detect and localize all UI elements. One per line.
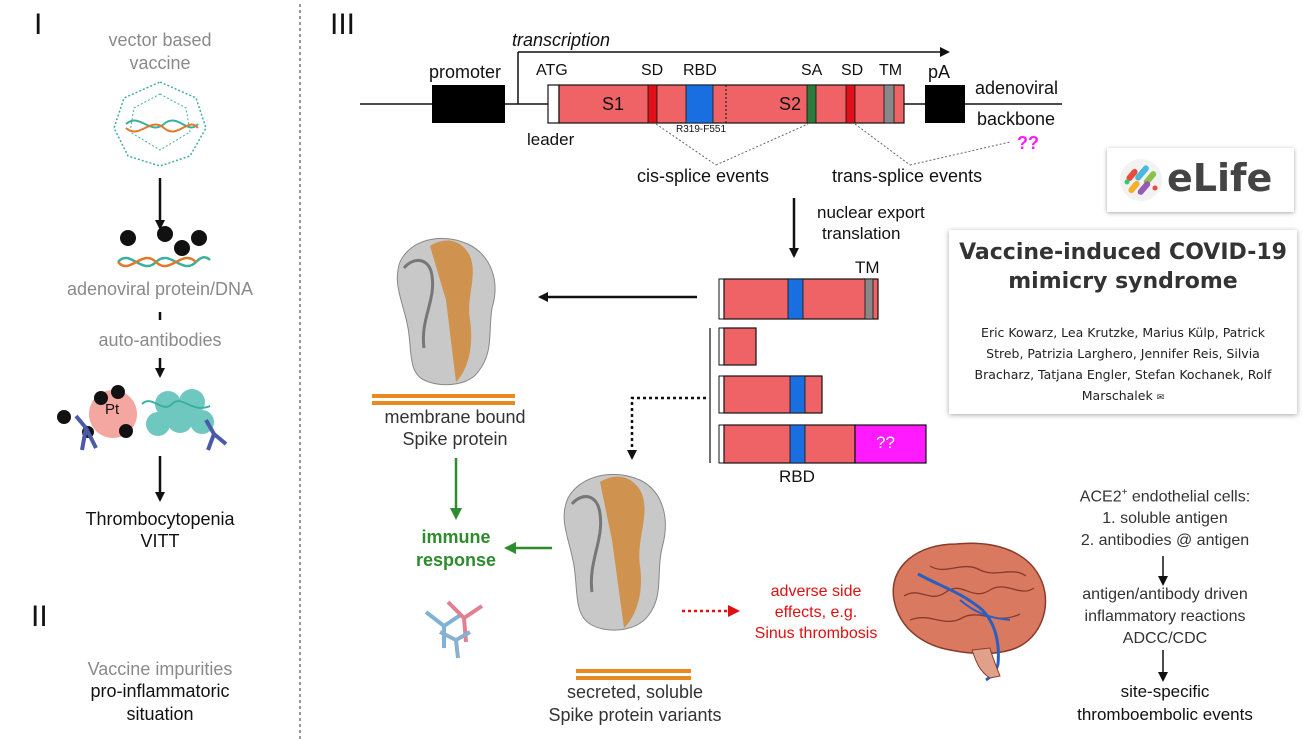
impurities-label: Vaccine impurities [87, 659, 233, 679]
secreted-spike-label-1: secreted, soluble [566, 682, 704, 702]
dna-with-proteins-icon [117, 226, 211, 268]
membrane-bar-2 [576, 669, 691, 673]
immune-response-label-2: response [415, 550, 497, 570]
variant-long [723, 424, 856, 464]
sd2-marker [845, 84, 856, 124]
pa-block [925, 85, 965, 123]
section-label-ii: II [31, 600, 48, 633]
rbd-label: RBD [683, 62, 717, 79]
protein-dna-label: adenoviral protein/DNA [66, 279, 254, 299]
sd1-label: SD [641, 62, 664, 79]
vaccine-label: vector based vaccine [108, 30, 212, 73]
transcription-label: transcription [512, 30, 611, 50]
membrane-spike-label-1: membrane bound [384, 407, 526, 427]
sd1-marker [647, 84, 658, 124]
rbd-protein-label: RBD [779, 467, 815, 486]
secreted-spike-structure-icon [563, 473, 666, 631]
membrane-bar-1 [372, 394, 515, 398]
rbd-range-label: R319-F551 [676, 124, 727, 135]
membrane-spike-label-2: Spike protein [402, 429, 508, 449]
antibodies-icon [424, 600, 484, 659]
brain-icon [892, 542, 1047, 682]
thromboembolic-label: thromboembolic events [1077, 705, 1253, 724]
leader-block [547, 84, 560, 124]
paper-authors: Eric Kowarz, Lea Krutzke, Marius Külp, P… [963, 322, 1283, 409]
paper-card[interactable]: Vaccine-induced COVID-19 mimicry syndrom… [949, 230, 1297, 414]
inflam-label-3: ADCC/CDC [1122, 630, 1208, 647]
secreted-spike-label-2: Spike protein variants [548, 705, 722, 725]
variant-unknown-fusion [854, 424, 927, 464]
export-label-2: translation [822, 224, 901, 243]
ace2-sup: + [1121, 487, 1128, 498]
elife-logo-text: eLife [1167, 156, 1273, 200]
membrane-spike-structure-icon [396, 237, 496, 386]
ace2-prefix: ACE2 [1079, 488, 1122, 506]
ace2-label: ACE2+ endothelial cells: [1060, 487, 1270, 506]
pro-inflammatoric-label: pro-inflammatoric [90, 681, 230, 701]
promoter-block [432, 85, 505, 123]
tm-protein-label: TM [855, 258, 880, 277]
atg-label: ATG [536, 62, 568, 79]
paper-authors-text: Eric Kowarz, Lea Krutzke, Marius Külp, P… [974, 325, 1272, 403]
adverse-label-2: effects, e.g. [774, 604, 858, 621]
dotted-arrow-to-secreted [627, 396, 706, 460]
leader-label: leader [527, 130, 575, 149]
unknown-partner-label: ?? [1017, 133, 1039, 153]
inflam-label-2: inflammatory reactions [1084, 608, 1246, 625]
variant-short [723, 327, 757, 366]
backbone-label-1: adenoviral [975, 78, 1059, 98]
splice-lines [655, 123, 1011, 166]
ace2-suffix: endothelial cells: [1127, 488, 1251, 506]
tm-marker [883, 84, 895, 124]
elife-logo[interactable]: eLife [1107, 148, 1294, 212]
section-label-i: I [34, 8, 43, 41]
backbone-label-2: backbone [977, 109, 1056, 129]
situation-label: situation [126, 704, 194, 724]
ace2-item-2: 2. antibodies @ antigen [1080, 532, 1250, 549]
vitt-label: VITT [140, 531, 180, 551]
export-label-1: nuclear export [817, 203, 925, 222]
sa-label: SA [801, 62, 823, 79]
section-label-iii: III [330, 8, 356, 41]
rbd-marker [685, 84, 714, 124]
adverse-label-1: adverse side [770, 583, 862, 600]
paper-title: Vaccine-induced COVID-19 mimicry syndrom… [959, 240, 1287, 294]
adverse-label-3: Sinus thrombosis [754, 625, 878, 642]
thrombocytopenia-label: Thrombocytopenia [85, 509, 235, 529]
tm-label: TM [879, 62, 903, 79]
sa-marker [806, 84, 817, 124]
s2-label: S2 [779, 94, 802, 114]
elife-logo-icon [1120, 159, 1162, 201]
sd2-label: SD [841, 62, 864, 79]
virus-capsid-icon [113, 81, 207, 167]
unknown-fusion-label: ?? [876, 433, 895, 452]
cis-splice-label: cis-splice events [637, 166, 770, 186]
trans-splice-label: trans-splice events [832, 166, 983, 186]
ace2-item-1: 1. soluble antigen [1102, 510, 1228, 527]
pa-label: pA [928, 62, 951, 82]
site-specific-label: site-specific [1120, 682, 1210, 701]
autoantibodies-label: auto-antibodies [98, 330, 222, 350]
mail-icon[interactable]: ✉ [1156, 393, 1165, 403]
promoter-label: promoter [429, 62, 502, 82]
variant-medium [723, 375, 823, 414]
s1-label: S1 [602, 94, 625, 114]
platelet-label: Pt [105, 401, 120, 418]
platelet-antibody-complex-icon [57, 385, 228, 451]
immune-response-label-1: immune [421, 527, 491, 547]
inflam-label-1: antigen/antibody driven [1082, 586, 1248, 603]
